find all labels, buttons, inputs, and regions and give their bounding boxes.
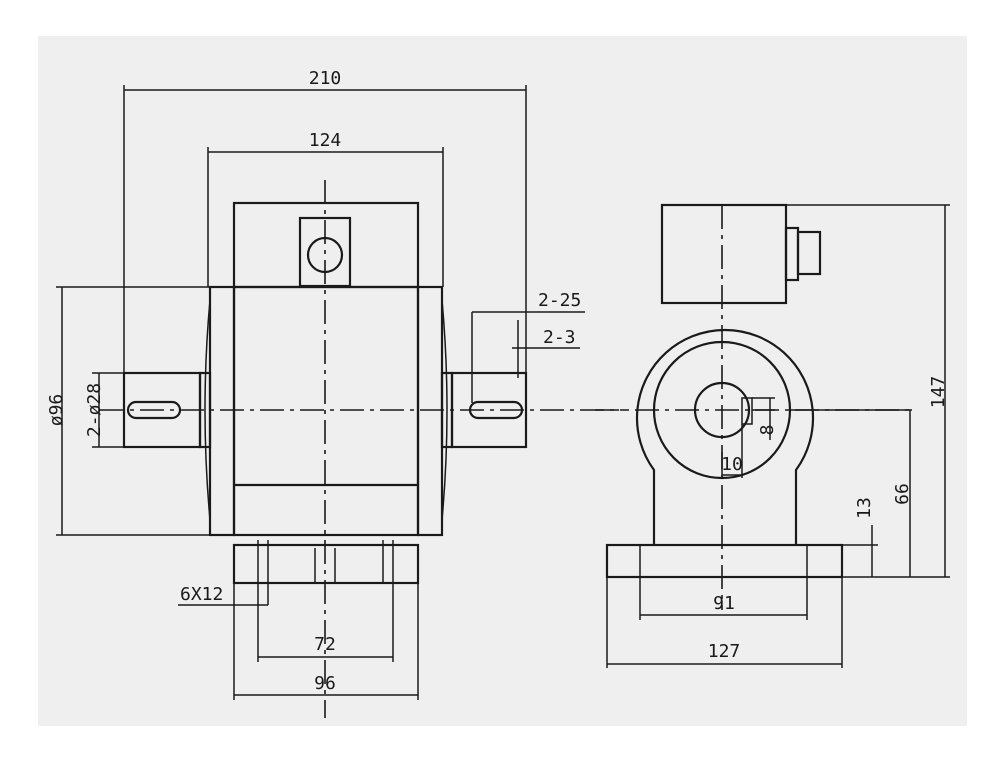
dim-total-height: 147 [928,376,949,409]
dim-key-depth: 8 [757,425,778,436]
dim-base-thickness: 13 [854,497,875,519]
base-feet [232,543,420,585]
window-dial-icon [306,236,344,274]
left-flange-arc [204,299,211,521]
left-shaft [122,371,202,449]
dim-hole-spacing: 72 [314,634,336,655]
housing-top-box [232,201,420,289]
dim-hole-spacing-side: 91 [713,593,735,614]
connector-base [784,226,800,282]
pedestal-outline [635,328,815,545]
right-shaft [450,371,528,449]
dim-shaft-diameter: 2-ø28 [84,383,105,437]
base-plate [605,543,844,579]
dim-flange-diameter: ø96 [46,394,67,427]
dim-overall-length: 210 [309,68,342,89]
dim-body-length: 124 [309,130,342,151]
key-slot [741,397,753,425]
left-keyway-slot [126,400,182,420]
sensor-box [660,203,788,305]
connector-plug [796,230,822,276]
dim-shaft-length: 2-25 [538,290,581,311]
dim-key-width: 10 [721,454,743,475]
housing-body [232,285,420,537]
drawing-sheet [38,36,967,726]
dim-shaft-height: 66 [892,483,913,505]
dim-base-length: 127 [708,641,741,662]
left-flange [208,285,236,537]
dim-base-width: 96 [314,673,336,694]
right-keyway-slot [468,400,524,420]
dim-keyway: 2-3 [543,327,576,348]
side-view: 147 66 13 10 8 91 127 [595,203,950,668]
front-view: 210 124 ø96 2-ø28 2-25 2-3 6X12 72 [46,68,625,718]
right-flange-arc [441,299,448,521]
right-flange [416,285,444,537]
dim-mounting-holes: 6X12 [180,584,223,605]
shaft-bore [693,381,751,439]
